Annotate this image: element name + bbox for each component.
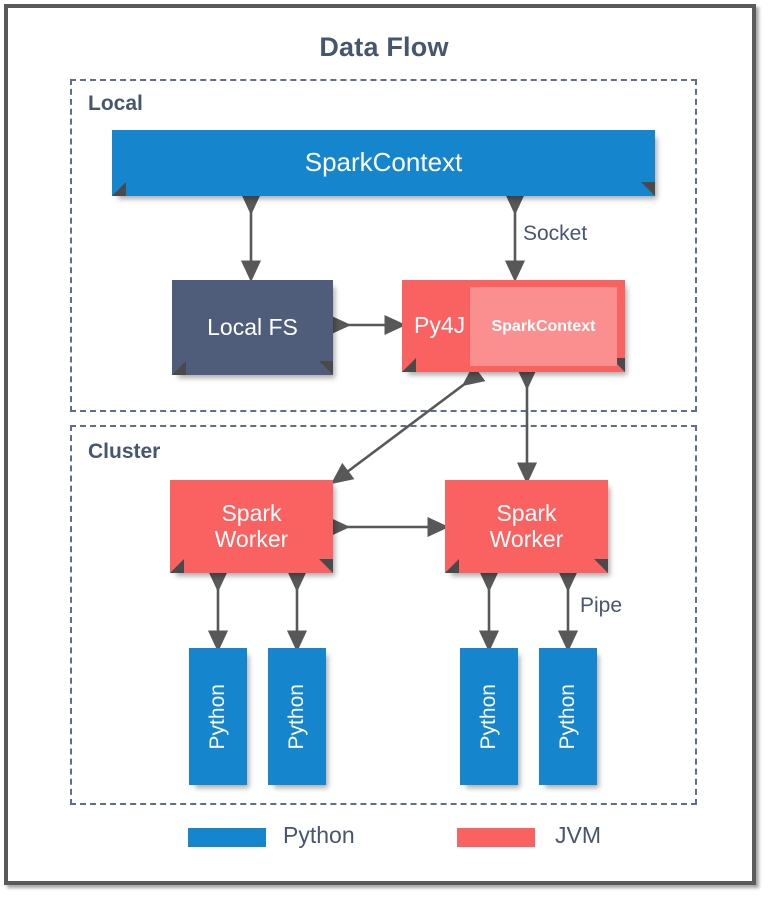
node-python-1[interactable]: Python bbox=[189, 648, 247, 785]
zone-local-label: Local bbox=[88, 92, 143, 115]
node-python-2-label: Python bbox=[285, 683, 309, 750]
edge-label-pipe: Pipe bbox=[580, 594, 623, 617]
node-python-3-label: Python bbox=[477, 683, 501, 750]
node-python-3[interactable]: Python bbox=[460, 648, 518, 785]
legend-swatch-python bbox=[188, 828, 266, 847]
node-local-fs[interactable]: Local FS bbox=[172, 280, 333, 375]
legend-swatch-jvm bbox=[457, 828, 535, 847]
node-python-2[interactable]: Python bbox=[268, 648, 326, 785]
node-py4j-label: Py4J bbox=[414, 312, 466, 339]
zone-cluster-label: Cluster bbox=[88, 440, 161, 463]
node-sparkcontext-main[interactable]: SparkContext bbox=[112, 130, 655, 196]
node-python-4[interactable]: Python bbox=[539, 648, 597, 785]
node-python-4-label: Python bbox=[556, 683, 580, 750]
legend-label-python: Python bbox=[283, 822, 355, 848]
node-sparkcontext-jvm[interactable]: SparkContext bbox=[470, 287, 617, 366]
edge-label-socket: Socket bbox=[523, 222, 588, 245]
node-python-1-label: Python bbox=[206, 683, 230, 750]
page-title: Data Flow bbox=[319, 32, 449, 62]
legend-label-jvm: JVM bbox=[555, 822, 601, 848]
